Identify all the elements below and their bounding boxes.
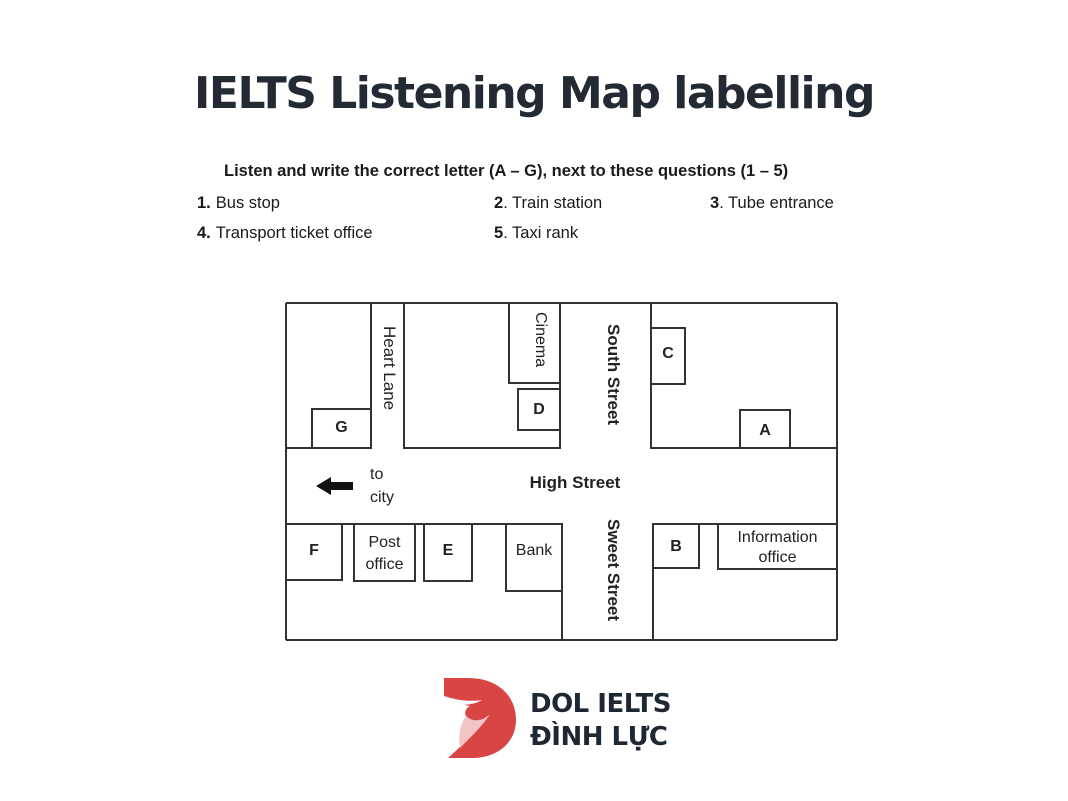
dol-logo: DOL IELTS ĐÌNH LỰC [442,676,682,760]
question-number: 2 [494,194,504,212]
question-label: . Train station [503,194,603,212]
high-street-label: High Street [529,473,621,492]
logo-line-2: ĐÌNH LỰC [530,722,668,752]
page-title: IELTS Listening Map labelling [194,68,875,119]
south-street-label: South Street [604,324,623,426]
letter-a: A [759,422,771,439]
question-1: 1.Bus stop [197,194,280,213]
information-office-label-1: Information [737,529,818,546]
question-5: 5. Taxi rank [494,224,578,243]
bank-label: Bank [515,542,553,559]
question-number: 1. [197,194,211,212]
letter-c: C [662,345,674,362]
post-office-label-2: office [365,556,404,573]
question-label: . Taxi rank [503,224,579,242]
letter-f: F [309,542,319,559]
question-label: . Tube entrance [719,194,834,212]
heart-lane-label: Heart Lane [380,326,399,411]
question-label: Transport ticket office [215,224,373,242]
question-number: 3 [710,194,720,212]
sweet-street-label: Sweet Street [604,519,623,622]
question-number: 5 [494,224,504,242]
question-4: 4.Transport ticket office [197,224,373,243]
cinema-label: Cinema [532,312,549,368]
information-office-label-2: office [758,549,797,566]
to-label: to [370,466,384,483]
question-number: 4. [197,224,211,242]
letter-b: B [670,538,682,555]
post-office-label-1: Post [368,534,401,551]
question-label: Bus stop [215,194,280,212]
arrow-left-icon [316,477,353,495]
instruction-text: Listen and write the correct letter (A –… [224,162,789,180]
logo-line-1: DOL IELTS [530,689,671,719]
letter-d: D [533,401,545,418]
question-2: 2. Train station [494,194,602,213]
city-label: city [370,489,394,506]
letter-e: E [442,542,454,559]
question-3: 3. Tube entrance [710,194,834,213]
letter-g: G [335,419,348,436]
dol-logo-icon [444,678,516,758]
